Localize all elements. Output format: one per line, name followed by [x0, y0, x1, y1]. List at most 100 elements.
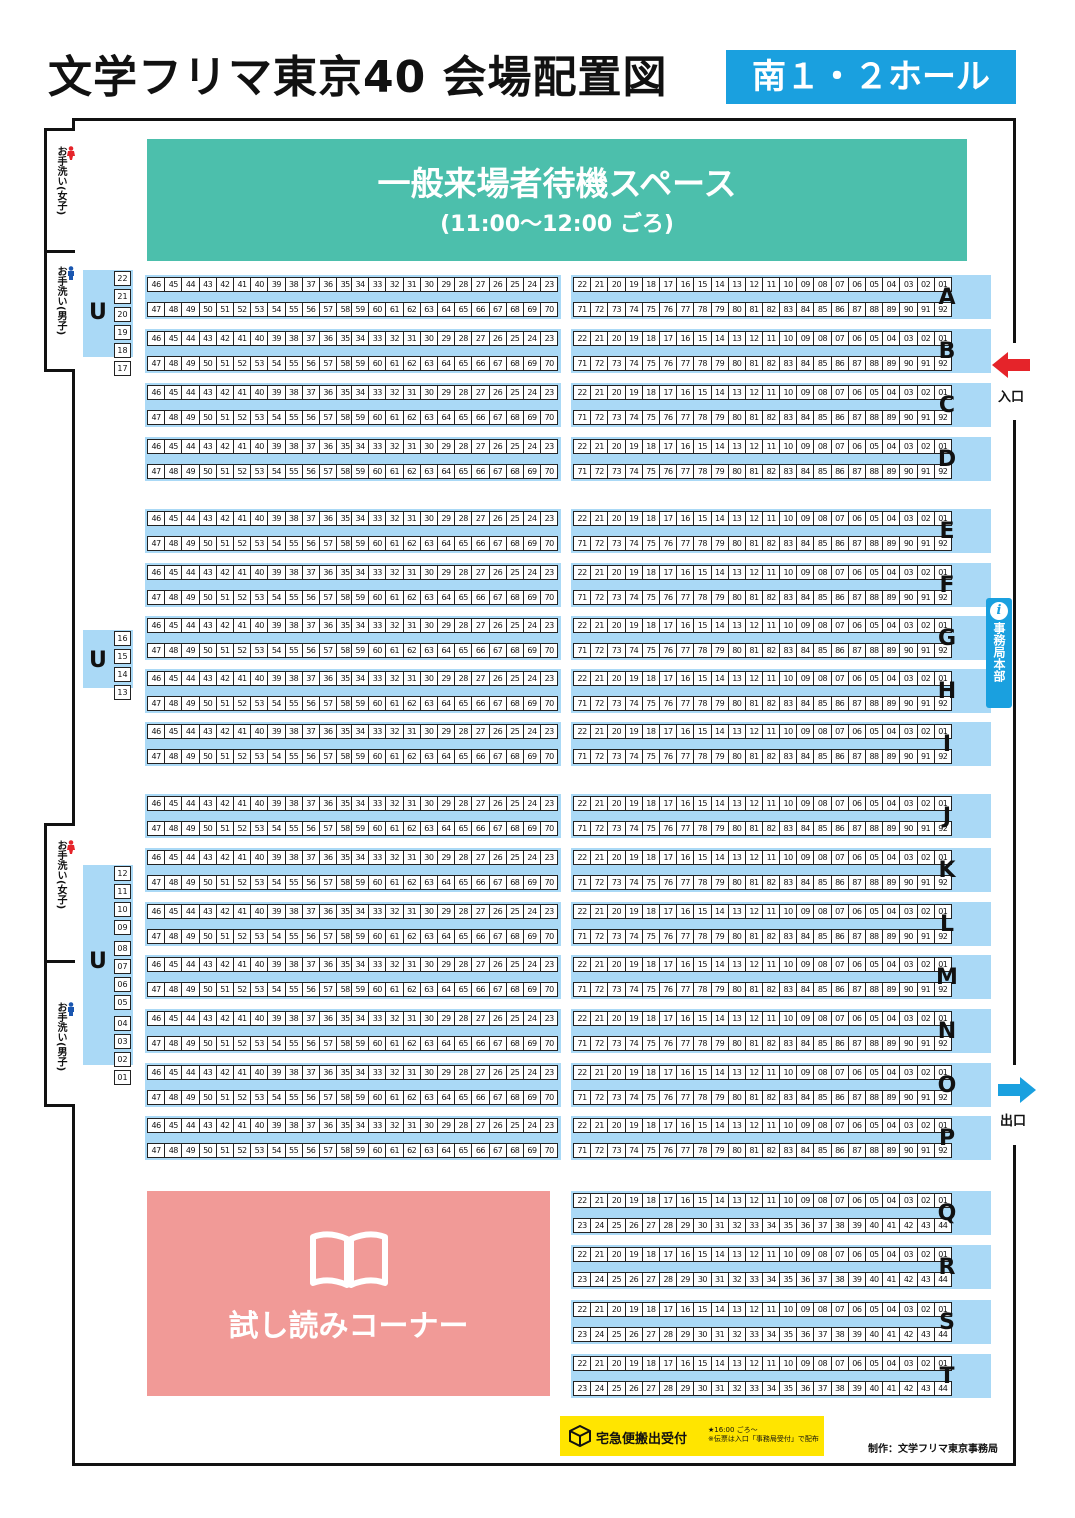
booth-seat[interactable]: 72: [591, 1090, 609, 1105]
booth-seat[interactable]: 38: [831, 1218, 849, 1233]
booth-seat[interactable]: 32: [386, 671, 404, 686]
booth-seat[interactable]: 32: [386, 511, 404, 526]
booth-seat[interactable]: 78: [694, 302, 712, 317]
booth-seat[interactable]: 57: [319, 643, 338, 658]
booth-seat[interactable]: 51: [216, 696, 234, 711]
booth-seat[interactable]: 92: [934, 1143, 952, 1158]
booth-seat[interactable]: 34: [351, 1011, 370, 1026]
booth-seat[interactable]: 57: [319, 982, 338, 997]
booth-seat[interactable]: 22: [573, 1193, 592, 1208]
booth-seat[interactable]: 10: [779, 1356, 798, 1371]
booth-seat[interactable]: 15: [694, 511, 712, 526]
booth-seat[interactable]: 25: [506, 850, 524, 865]
booth-seat[interactable]: 36: [797, 1272, 815, 1287]
booth-seat[interactable]: 18: [642, 1011, 660, 1026]
booth-seat[interactable]: 13: [728, 904, 746, 919]
booth-seat[interactable]: 19: [625, 385, 643, 400]
booth-seat[interactable]: 38: [285, 565, 303, 580]
booth-seat[interactable]: 34: [763, 1218, 781, 1233]
booth-seat[interactable]: 72: [591, 643, 609, 658]
booth-seat[interactable]: 67: [489, 696, 507, 711]
booth-seat[interactable]: 87: [848, 356, 866, 371]
booth-seat[interactable]: 81: [745, 821, 764, 836]
booth-seat[interactable]: 20: [608, 1193, 626, 1208]
booth-seat[interactable]: 28: [455, 1065, 473, 1080]
booth-seat[interactable]: 14: [711, 1302, 729, 1317]
booth-seat[interactable]: 86: [831, 821, 849, 836]
booth-seat[interactable]: 34: [351, 724, 370, 739]
booth-seat[interactable]: 02: [917, 1302, 935, 1317]
booth-seat[interactable]: 16: [677, 957, 695, 972]
booth-seat[interactable]: 51: [216, 410, 234, 425]
booth-seat[interactable]: 64: [437, 1143, 456, 1158]
booth-seat[interactable]: 13: [728, 850, 746, 865]
booth-seat[interactable]: 41: [883, 1381, 901, 1396]
booth-seat[interactable]: 05: [114, 995, 131, 1010]
booth-seat[interactable]: 46: [147, 331, 166, 346]
booth-seat[interactable]: 70: [541, 643, 559, 658]
booth-seat[interactable]: 23: [541, 904, 559, 919]
booth-seat[interactable]: 18: [114, 343, 131, 358]
booth-seat[interactable]: 21: [591, 796, 609, 811]
booth-seat[interactable]: 04: [883, 724, 901, 739]
booth-seat[interactable]: 16: [677, 277, 695, 292]
booth-seat[interactable]: 41: [883, 1272, 901, 1287]
booth-seat[interactable]: 71: [573, 696, 592, 711]
booth-seat[interactable]: 68: [506, 929, 524, 944]
booth-seat[interactable]: 63: [420, 1090, 438, 1105]
booth-seat[interactable]: 83: [779, 1090, 798, 1105]
booth-seat[interactable]: 13: [728, 439, 746, 454]
booth-seat[interactable]: 51: [216, 1036, 234, 1051]
booth-seat[interactable]: 53: [251, 302, 269, 317]
booth-seat[interactable]: 09: [797, 724, 815, 739]
booth-seat[interactable]: 17: [659, 724, 678, 739]
booth-seat[interactable]: 57: [319, 356, 338, 371]
booth-seat[interactable]: 13: [728, 277, 746, 292]
booth-seat[interactable]: 85: [814, 590, 832, 605]
booth-seat[interactable]: 70: [541, 929, 559, 944]
booth-seat[interactable]: 15: [694, 957, 712, 972]
booth-seat[interactable]: 13: [728, 1356, 746, 1371]
booth-seat[interactable]: 50: [199, 875, 217, 890]
booth-seat[interactable]: 60: [369, 464, 387, 479]
booth-seat[interactable]: 05: [865, 565, 884, 580]
booth-seat[interactable]: 51: [216, 590, 234, 605]
booth-seat[interactable]: 12: [114, 866, 131, 881]
booth-seat[interactable]: 70: [541, 302, 559, 317]
booth-seat[interactable]: 82: [763, 821, 781, 836]
booth-seat[interactable]: 88: [865, 696, 884, 711]
booth-seat[interactable]: 59: [351, 356, 370, 371]
booth-seat[interactable]: 79: [711, 590, 729, 605]
booth-seat[interactable]: 02: [917, 850, 935, 865]
booth-seat[interactable]: 28: [455, 724, 473, 739]
booth-seat[interactable]: 36: [319, 904, 338, 919]
booth-seat[interactable]: 80: [728, 749, 746, 764]
booth-seat[interactable]: 57: [319, 536, 338, 551]
booth-seat[interactable]: 03: [900, 565, 918, 580]
booth-seat[interactable]: 45: [165, 1118, 183, 1133]
booth-seat[interactable]: 33: [369, 618, 387, 633]
booth-seat[interactable]: 68: [506, 696, 524, 711]
booth-seat[interactable]: 81: [745, 749, 764, 764]
booth-seat[interactable]: 92: [934, 982, 952, 997]
booth-seat[interactable]: 08: [114, 941, 131, 956]
booth-seat[interactable]: 07: [831, 565, 849, 580]
booth-seat[interactable]: 25: [506, 618, 524, 633]
booth-seat[interactable]: 47: [147, 302, 166, 317]
booth-seat[interactable]: 05: [865, 671, 884, 686]
booth-seat[interactable]: 55: [285, 1143, 303, 1158]
booth-seat[interactable]: 84: [797, 356, 815, 371]
booth-seat[interactable]: 16: [677, 724, 695, 739]
booth-seat[interactable]: 11: [763, 796, 781, 811]
booth-seat[interactable]: 32: [386, 1118, 404, 1133]
booth-seat[interactable]: 23: [541, 671, 559, 686]
booth-seat[interactable]: 60: [369, 749, 387, 764]
booth-seat[interactable]: 24: [591, 1272, 609, 1287]
booth-seat[interactable]: 78: [694, 982, 712, 997]
booth-seat[interactable]: 43: [199, 1118, 217, 1133]
booth-seat[interactable]: 36: [319, 1011, 338, 1026]
booth-seat[interactable]: 13: [728, 1118, 746, 1133]
booth-seat[interactable]: 14: [711, 1356, 729, 1371]
booth-seat[interactable]: 31: [403, 671, 421, 686]
booth-seat[interactable]: 23: [541, 277, 559, 292]
